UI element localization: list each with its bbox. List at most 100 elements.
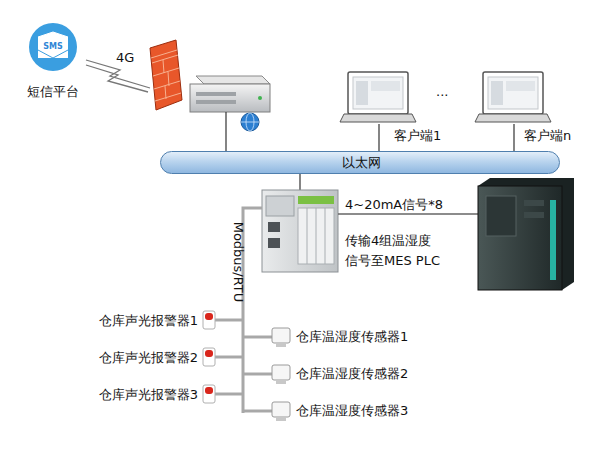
alarm-node: 仓库声光报警器3 — [66, 386, 198, 404]
bus-stub — [243, 410, 272, 413]
alarm-lamp — [205, 313, 213, 320]
module-line — [325, 208, 326, 264]
node-label: 客户端1 — [394, 128, 441, 144]
sensor-node: 仓库温湿度传感器1 — [296, 328, 438, 346]
screen-panel — [356, 81, 368, 105]
brick-line — [152, 55, 178, 63]
server-top — [196, 76, 270, 84]
brick-line — [154, 81, 180, 89]
alarm-icon — [203, 385, 215, 403]
link-label: 4G — [116, 50, 134, 66]
analog-signal-wire — [338, 213, 478, 215]
gateway-module — [298, 208, 334, 264]
alarm-body — [203, 311, 215, 329]
alarm-icon — [203, 311, 215, 329]
alarm-body — [203, 348, 215, 366]
gateway-body — [262, 190, 338, 272]
node-label: 以太网 — [161, 155, 561, 171]
node-label: 仓库声光报警器1 — [66, 313, 198, 329]
node-label: 仓库声光报警器3 — [66, 387, 198, 403]
gateway-panel — [266, 196, 294, 216]
wireless-link — [86, 65, 148, 92]
network-connector — [378, 124, 379, 151]
firewall-wall — [150, 40, 182, 110]
plc-body — [478, 186, 562, 290]
ellipsis-label: ... — [436, 84, 448, 100]
laptop-display — [353, 77, 403, 109]
server-slot — [196, 100, 236, 104]
sensor-body — [272, 365, 290, 380]
sensor-node: 仓库温湿度传感器2 — [296, 365, 438, 383]
sensor-body — [272, 402, 290, 417]
alarm-lamp — [205, 350, 213, 357]
bus-stub — [243, 336, 272, 339]
envelope-flap — [38, 32, 68, 37]
laptop-screen — [348, 72, 408, 114]
protocol-label: Modbus/RTU — [230, 212, 246, 312]
sms-platform-circle: SMS短信平台 — [28, 22, 78, 72]
globe-line — [241, 122, 259, 123]
screen-panel — [491, 81, 503, 105]
screen-panel — [371, 81, 400, 91]
plc-unit — [478, 178, 574, 290]
node-label: 仓库温湿度传感器1 — [296, 329, 408, 345]
network-connector — [513, 124, 514, 151]
sensor-probe — [276, 343, 286, 347]
node-label: 仓库温湿度传感器3 — [296, 403, 408, 419]
sensor-node: 仓库温湿度传感器3 — [296, 402, 438, 420]
modbus-bus — [214, 208, 272, 413]
laptop-display — [488, 77, 538, 109]
sensor-body — [272, 328, 290, 343]
node-caption: 短信平台 — [16, 84, 90, 100]
network-wire — [299, 174, 300, 190]
laptop-base — [340, 114, 416, 122]
plc-slot — [524, 200, 544, 206]
laptop-icon — [475, 72, 551, 122]
signal-label: 4~20mA信号*8 — [345, 197, 443, 213]
bus-stub — [214, 356, 243, 359]
brick-line — [153, 68, 179, 76]
module-line — [307, 208, 308, 264]
sensor-icon — [272, 402, 290, 421]
alarm-node: 仓库声光报警器2 — [66, 349, 198, 367]
node-label: 客户端n — [524, 128, 571, 144]
screen-panel — [506, 81, 535, 91]
brick-line — [168, 72, 169, 86]
server-body — [190, 84, 270, 112]
node-label: 仓库声光报警器2 — [66, 350, 198, 366]
node-label: SMS — [38, 42, 68, 52]
sensor-icon — [272, 328, 290, 347]
laptop-icon — [340, 72, 416, 122]
client-laptop: 客户端n — [483, 72, 545, 124]
plc-front — [486, 196, 516, 236]
network-wire — [225, 112, 226, 151]
bus-stub — [243, 373, 272, 376]
server-led — [258, 96, 262, 100]
gateway-port — [268, 222, 280, 232]
alarm-lamp — [205, 387, 213, 394]
note-label: 传输4组温湿度信号至MES PLC — [345, 231, 442, 271]
sensor-probe — [276, 417, 286, 421]
gateway-controller — [262, 190, 338, 272]
gateway-terminal — [298, 196, 334, 204]
envelope-body — [38, 37, 68, 58]
alarm-icon — [203, 348, 215, 366]
sensor-icon — [272, 365, 290, 384]
alarm-node: 仓库声光报警器1 — [66, 312, 198, 330]
firewall-icon — [150, 40, 182, 110]
globe-icon — [241, 113, 259, 131]
laptop-base — [475, 114, 551, 122]
brick-line — [155, 93, 181, 101]
circle-fill — [29, 23, 77, 71]
plc-shadow — [478, 178, 574, 290]
server-slot — [196, 92, 236, 96]
bus-stub — [214, 393, 243, 396]
plc-slot — [524, 212, 544, 218]
brick-line — [163, 60, 164, 73]
plc-led-strip — [550, 200, 556, 280]
sensor-probe — [276, 380, 286, 384]
gateway-port — [268, 238, 280, 248]
